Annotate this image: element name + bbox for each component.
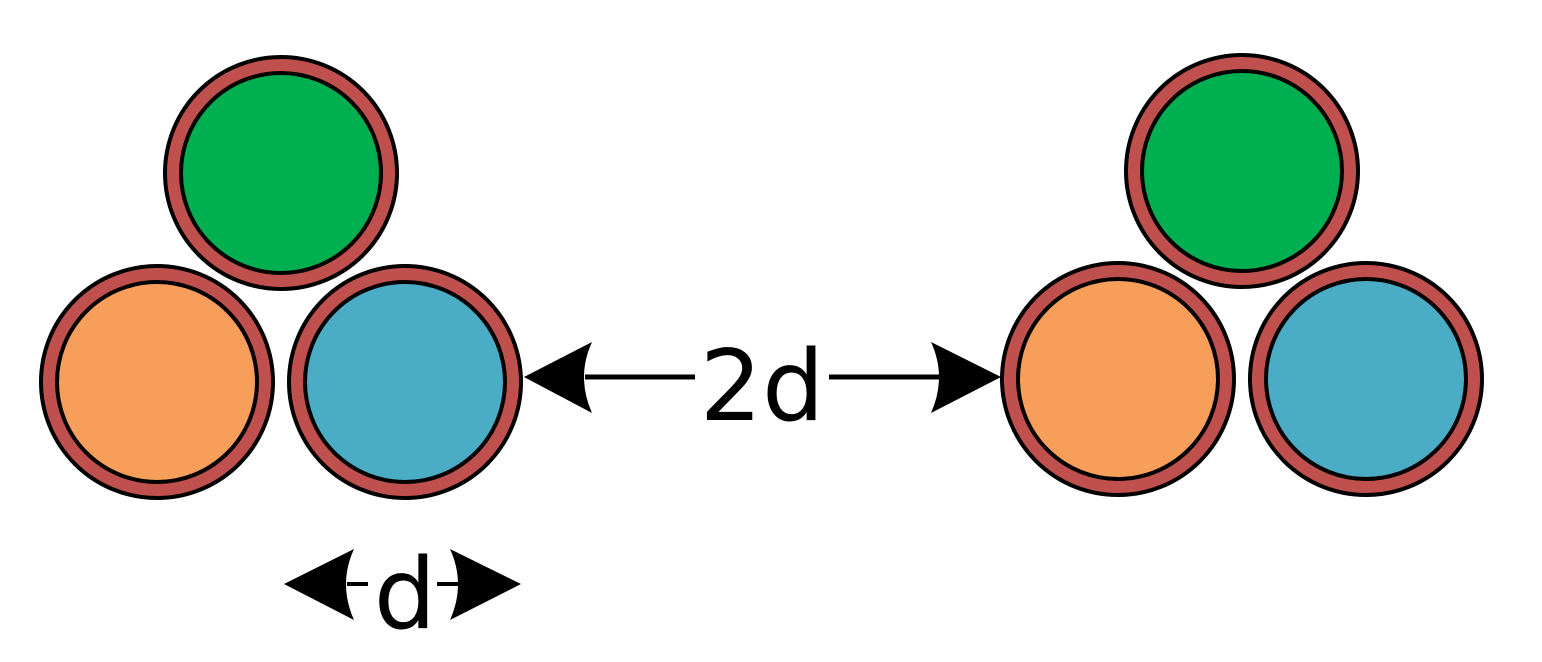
- diameter-arrow-left-head: [284, 549, 354, 620]
- right-blue-circle: [1248, 261, 1484, 497]
- diameter-label: d: [374, 538, 436, 652]
- gap-label: 2d: [700, 330, 825, 444]
- left-green-circle: [163, 55, 399, 291]
- right-green-circle: [1124, 53, 1360, 289]
- gap-arrow-right-head: [931, 342, 1001, 413]
- diameter-arrow: d: [284, 538, 521, 652]
- left-blue-circle: [287, 264, 523, 500]
- gap-arrow-left-head: [524, 342, 592, 413]
- left-cluster: [39, 55, 523, 500]
- diameter-arrow-right-head: [450, 549, 521, 620]
- right-cluster: [1000, 53, 1484, 497]
- right-orange-circle: [1000, 261, 1236, 497]
- left-orange-circle: [39, 264, 275, 500]
- gap-arrow: 2d: [524, 330, 1001, 444]
